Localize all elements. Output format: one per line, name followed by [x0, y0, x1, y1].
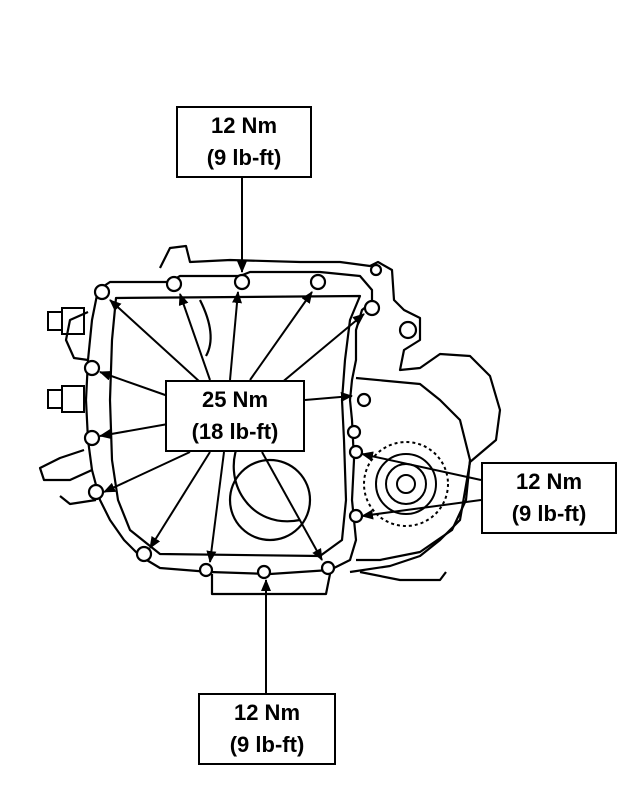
bolt: [356, 392, 372, 408]
torque-value: 25 Nm: [201, 387, 269, 412]
bolt: [165, 275, 183, 293]
torque-imperial: (9 lb-ft): [511, 501, 587, 526]
torque-callout-top: 12 Nm (9 lb-ft): [176, 106, 312, 178]
leader-arrows: [99, 178, 482, 693]
bolts: [83, 263, 418, 580]
torque-value: 12 Nm: [515, 469, 583, 494]
bolt: [83, 429, 101, 447]
bolt: [256, 564, 272, 580]
bolt: [135, 545, 153, 563]
torque-imperial: (9 lb-ft): [206, 145, 282, 170]
bolt: [363, 299, 381, 317]
left-fittings: [47, 307, 85, 413]
bolt: [93, 283, 111, 301]
bolt: [233, 273, 251, 291]
torque-value: 12 Nm: [233, 700, 301, 725]
torque-callout-right: 12 Nm (9 lb-ft): [481, 462, 617, 534]
torque-imperial: (18 lb-ft): [191, 419, 279, 444]
torque-value: 12 Nm: [210, 113, 278, 138]
bolt: [87, 483, 105, 501]
bolt: [83, 359, 101, 377]
bolt: [320, 560, 336, 576]
bolt: [309, 273, 327, 291]
bolt: [398, 320, 418, 340]
bolt: [348, 444, 364, 460]
bolt: [346, 424, 362, 440]
torque-imperial: (9 lb-ft): [229, 732, 305, 757]
torque-callout-center: 25 Nm (18 lb-ft): [165, 380, 305, 452]
torque-callout-bottom: 12 Nm (9 lb-ft): [198, 693, 336, 765]
bolt: [198, 562, 214, 578]
bolt: [348, 508, 364, 524]
bolt: [369, 263, 383, 277]
